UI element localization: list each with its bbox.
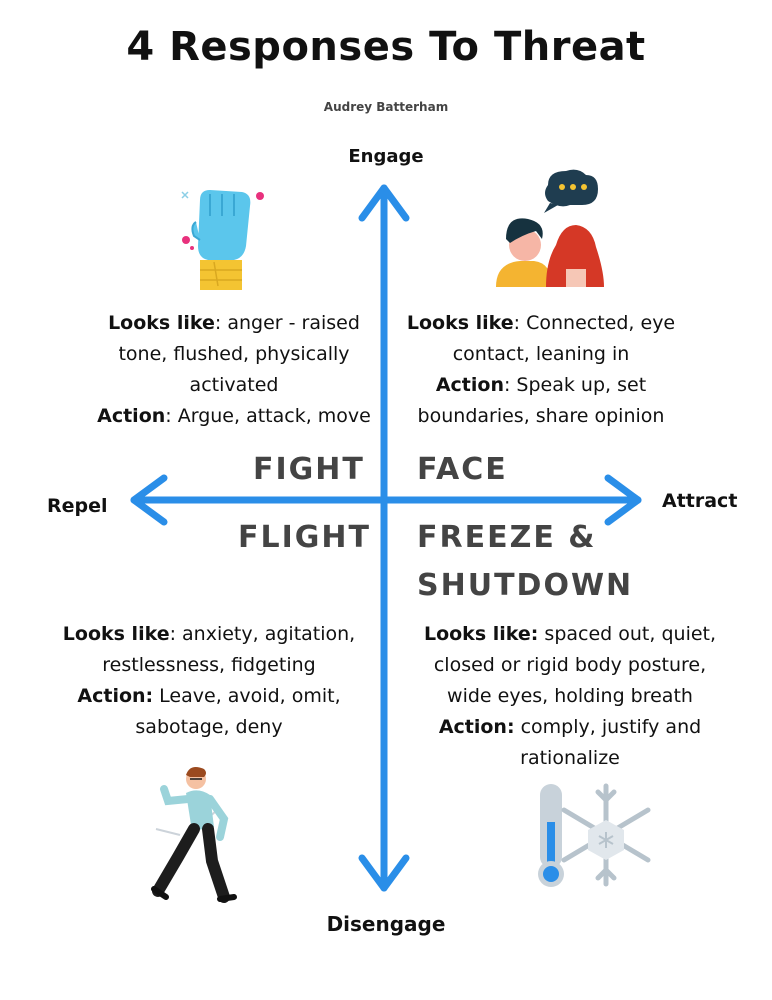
face-action-label: Action (436, 374, 504, 396)
axis-label-repel: Repel (47, 495, 108, 517)
freeze-action-text: comply, justify and rationalize (515, 716, 702, 769)
running-man-icon (150, 765, 260, 905)
flight-action-label: Action: (77, 685, 153, 707)
flight-action-text: Leave, avoid, omit, sabotage, deny (135, 685, 340, 738)
raised-fist-icon (178, 186, 268, 296)
flight-looks-like-label: Looks like (63, 623, 170, 645)
freeze-description: Looks like: spaced out, quiet, closed or… (418, 619, 722, 774)
face-description: Looks like: Connected, eye contact, lean… (396, 308, 686, 432)
axis-label-disengage: Disengage (0, 912, 772, 936)
fight-action-text: : Argue, attack, move (165, 405, 371, 427)
quadrant-title-face: FACE (417, 452, 508, 487)
fight-action-label: Action (97, 405, 165, 427)
freeze-looks-like-label: Looks like: (424, 623, 538, 645)
axis-label-engage: Engage (0, 146, 772, 167)
fight-description: Looks like: anger - raised tone, flushed… (84, 308, 384, 432)
thermometer-snowflake-icon (532, 782, 652, 892)
quadrant-title-freeze-line2: SHUTDOWN (417, 568, 633, 603)
fight-looks-like-label: Looks like (108, 312, 215, 334)
quadrant-title-freeze-line1: FREEZE & (417, 520, 596, 555)
axis-label-attract: Attract (662, 490, 737, 512)
talking-people-icon (488, 165, 608, 295)
quadrant-title-flight: FLIGHT (238, 520, 371, 555)
face-looks-like-label: Looks like (407, 312, 514, 334)
flight-description: Looks like: anxiety, agitation, restless… (58, 619, 360, 743)
quadrant-title-fight: FIGHT (253, 452, 365, 487)
freeze-action-label: Action: (439, 716, 515, 738)
